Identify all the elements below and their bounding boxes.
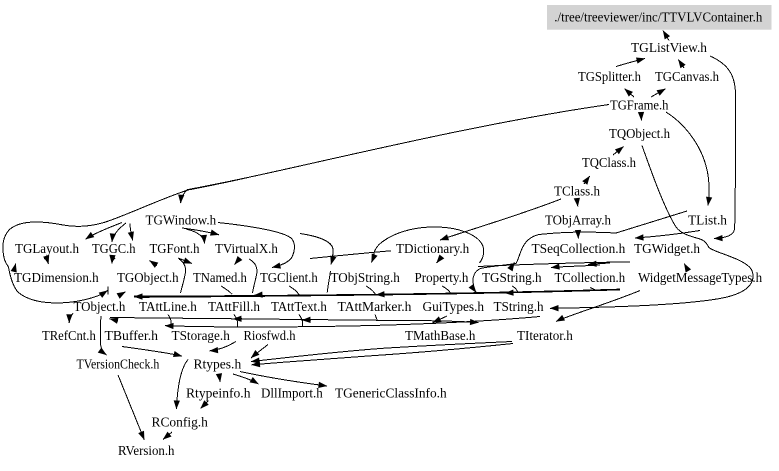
svg-text:TGFont.h: TGFont.h xyxy=(150,242,200,257)
svg-text:WidgetMessageTypes.h: WidgetMessageTypes.h xyxy=(638,271,762,286)
svg-text:TGenericClassInfo.h: TGenericClassInfo.h xyxy=(335,387,447,402)
svg-text:TMathBase.h: TMathBase.h xyxy=(405,329,475,344)
svg-text:./tree/treeviewer/inc/TTVLVCon: ./tree/treeviewer/inc/TTVLVContainer.h xyxy=(554,11,762,26)
svg-text:TGListView.h: TGListView.h xyxy=(631,41,707,56)
svg-text:TClass.h: TClass.h xyxy=(554,185,600,200)
svg-text:TGClient.h: TGClient.h xyxy=(260,271,318,286)
svg-text:TIterator.h: TIterator.h xyxy=(517,329,573,344)
svg-text:TQClass.h: TQClass.h xyxy=(582,156,636,171)
svg-text:TRefCnt.h: TRefCnt.h xyxy=(42,329,96,344)
svg-text:GuiTypes.h: GuiTypes.h xyxy=(423,300,485,315)
svg-text:Rtypeinfo.h: Rtypeinfo.h xyxy=(186,387,251,402)
svg-text:TGGC.h: TGGC.h xyxy=(92,242,136,257)
svg-text:TVirtualX.h: TVirtualX.h xyxy=(215,242,278,257)
svg-text:TAttMarker.h: TAttMarker.h xyxy=(338,300,412,315)
svg-text:RConfig.h: RConfig.h xyxy=(152,416,208,431)
svg-text:TString.h: TString.h xyxy=(494,300,544,315)
svg-text:Property.h: Property.h xyxy=(415,271,469,286)
svg-text:TGLayout.h: TGLayout.h xyxy=(15,242,79,257)
svg-text:TGObject.h: TGObject.h xyxy=(117,271,179,286)
svg-text:TGSplitter.h: TGSplitter.h xyxy=(578,70,641,85)
svg-text:TAttFill.h: TAttFill.h xyxy=(208,300,260,315)
svg-text:Rtypes.h: Rtypes.h xyxy=(194,358,242,373)
svg-text:RVersion.h: RVersion.h xyxy=(118,444,175,459)
svg-text:TGDimension.h: TGDimension.h xyxy=(14,271,99,286)
svg-text:TBuffer.h: TBuffer.h xyxy=(105,329,159,344)
svg-text:TObject.h: TObject.h xyxy=(74,300,126,315)
svg-text:TAttText.h: TAttText.h xyxy=(271,300,327,315)
svg-text:TObjString.h: TObjString.h xyxy=(331,271,400,286)
svg-text:TVersionCheck.h: TVersionCheck.h xyxy=(77,358,160,373)
svg-text:TObjArray.h: TObjArray.h xyxy=(545,214,611,229)
svg-text:TGCanvas.h: TGCanvas.h xyxy=(655,70,719,85)
svg-text:TList.h: TList.h xyxy=(688,214,727,229)
svg-text:TSeqCollection.h: TSeqCollection.h xyxy=(532,242,626,257)
svg-text:TGWidget.h: TGWidget.h xyxy=(634,242,700,257)
svg-text:TGString.h: TGString.h xyxy=(482,271,542,286)
svg-text:Riosfwd.h: Riosfwd.h xyxy=(244,329,296,344)
svg-text:DllImport.h: DllImport.h xyxy=(261,387,323,402)
svg-text:TGWindow.h: TGWindow.h xyxy=(146,214,217,229)
svg-text:TDictionary.h: TDictionary.h xyxy=(396,242,469,257)
svg-text:TAttLine.h: TAttLine.h xyxy=(139,300,197,315)
svg-text:TStorage.h: TStorage.h xyxy=(172,329,230,344)
svg-text:TCollection.h: TCollection.h xyxy=(555,271,626,286)
svg-text:TQObject.h: TQObject.h xyxy=(609,127,670,142)
svg-text:TGFrame.h: TGFrame.h xyxy=(610,99,669,114)
svg-text:TNamed.h: TNamed.h xyxy=(193,271,247,286)
